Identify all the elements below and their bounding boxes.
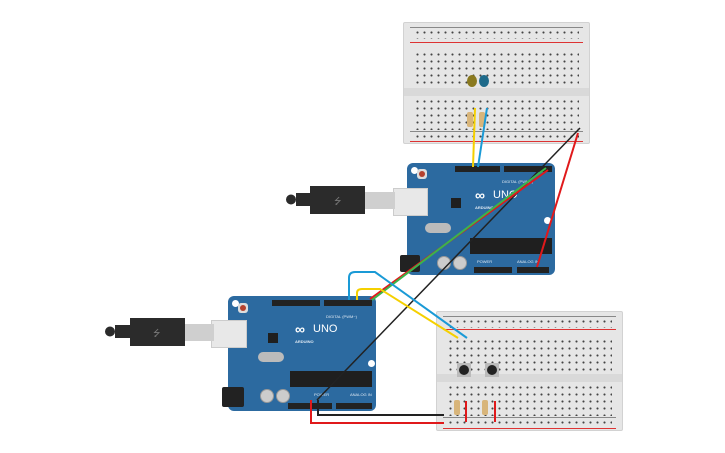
blue-led[interactable]: [479, 75, 489, 87]
analog-header: [517, 267, 549, 273]
atmega-chip: [290, 371, 372, 387]
power-label: POWER: [477, 259, 493, 264]
rail-line-negative: [443, 316, 616, 317]
analog-label: ANALOG IN: [350, 392, 372, 397]
brand-label: ARDUINO: [295, 339, 314, 344]
rail-line-negative: [410, 27, 583, 28]
rail-holes-bottom: [447, 419, 612, 426]
arduino-logo-icon: ∞: [475, 187, 485, 203]
rail-line-negative-bottom: [410, 131, 583, 132]
digital-header-left: [455, 166, 500, 172]
wire-blue[interactable]: [348, 271, 468, 339]
atmega-chip: [470, 238, 552, 254]
terminal-holes-lower: [414, 98, 579, 130]
digital-header-right: [324, 300, 372, 306]
rail-holes-top: [447, 318, 612, 328]
crystal: [258, 352, 284, 362]
analog-label: ANALOG IN: [517, 259, 539, 264]
reset-button[interactable]: [417, 169, 427, 179]
analog-header: [336, 403, 372, 409]
resistor[interactable]: [467, 112, 473, 127]
wire-black[interactable]: [316, 127, 581, 401]
rail-line-positive: [443, 329, 616, 330]
usb-port-top: [393, 188, 428, 216]
usb-chip: [451, 198, 461, 208]
wire-black[interactable]: [317, 400, 444, 416]
wire-red[interactable]: [310, 400, 444, 424]
capacitor: [260, 389, 274, 403]
digital-label: DIGITAL (PWM~): [326, 314, 357, 319]
rail-line-positive: [410, 42, 583, 43]
digital-header-left: [272, 300, 320, 306]
reset-button[interactable]: [238, 303, 248, 313]
usb-cable-top[interactable]: ⭍: [286, 186, 395, 214]
wire-red[interactable]: [536, 132, 579, 268]
resistor[interactable]: [482, 400, 488, 415]
arduino-uno-bottom[interactable]: DIGITAL (PWM~) ∞ UNO ARDUINO POWER ANALO…: [228, 296, 376, 411]
crystal: [425, 223, 451, 233]
resistor[interactable]: [479, 112, 485, 127]
rail-line-positive-bottom: [410, 141, 583, 142]
arduino-logo-icon: ∞: [295, 321, 305, 337]
digital-header-right: [504, 166, 552, 172]
mount-hole: [411, 167, 418, 174]
power-jack-bottom: [222, 387, 244, 407]
usb-chip: [268, 333, 278, 343]
digital-label: DIGITAL (PWM~): [502, 179, 533, 184]
mount-hole: [232, 300, 239, 307]
pushbutton[interactable]: [485, 363, 499, 377]
rail-holes-top: [414, 29, 579, 39]
usb-cable-bottom[interactable]: ⭍: [105, 318, 214, 346]
resistor[interactable]: [454, 400, 460, 415]
capacitor: [276, 389, 290, 403]
pushbutton[interactable]: [457, 363, 471, 377]
center-channel: [404, 88, 589, 96]
rail-line-negative-bottom: [443, 417, 616, 418]
terminal-holes-upper: [447, 338, 612, 372]
model-label: UNO: [313, 323, 338, 335]
usb-symbol-icon: ⭍: [153, 328, 161, 339]
mount-hole: [368, 360, 375, 367]
rail-holes-bottom: [414, 133, 579, 140]
center-channel: [437, 374, 622, 382]
wire-yellow[interactable]: [472, 107, 476, 168]
usb-port-bottom: [211, 320, 247, 348]
wire-blue[interactable]: [477, 107, 488, 168]
usb-symbol-icon: ⭍: [334, 196, 342, 207]
power-header: [474, 267, 512, 273]
wire-yellow[interactable]: [356, 288, 459, 339]
mount-hole: [544, 217, 551, 224]
wire-green[interactable]: [371, 167, 547, 301]
yellow-led[interactable]: [467, 75, 477, 87]
breadboard-top[interactable]: [403, 22, 590, 144]
brand-label: ARDUINO: [475, 205, 494, 210]
terminal-holes-lower: [447, 384, 612, 416]
rail-line-positive-bottom: [443, 428, 616, 429]
terminal-holes-upper: [414, 51, 579, 87]
capacitor: [453, 256, 467, 270]
